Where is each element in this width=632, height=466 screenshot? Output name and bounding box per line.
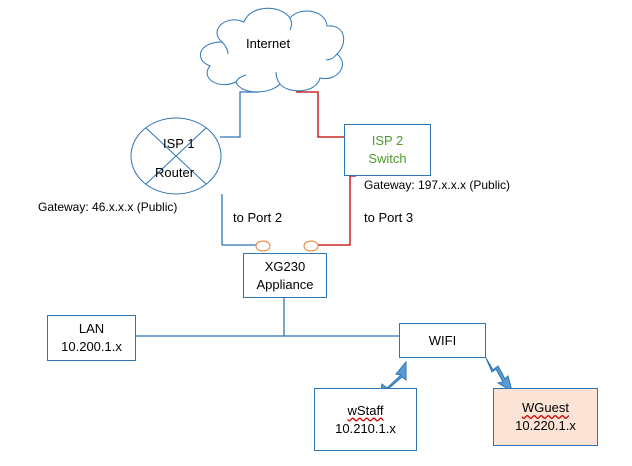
isp1-name: ISP 1 xyxy=(163,136,195,151)
isp1-link xyxy=(220,91,258,246)
internet-label: Internet xyxy=(246,36,291,51)
wstaff-subnet: 10.210.1.x xyxy=(335,420,396,436)
appliance-model: XG230 xyxy=(264,258,306,274)
isp2-device: Switch xyxy=(368,151,407,166)
wireless-bolt-icon xyxy=(485,357,513,393)
internet-cloud xyxy=(199,7,345,93)
isp2-port: to Port 3 xyxy=(364,210,414,225)
lan-name: LAN xyxy=(78,321,105,336)
wguest-box: WGuest 10.220.1.x xyxy=(493,388,598,446)
isp2-gateway: Gateway: 197.x.x.x (Public) xyxy=(364,178,511,192)
isp1-router-symbol xyxy=(130,117,222,195)
lan-subnet: 10.200.1.x xyxy=(61,339,122,354)
wifi-name: WIFI xyxy=(428,332,457,348)
xg230-appliance: XG230 Appliance xyxy=(243,253,327,298)
isp1-device: Router xyxy=(155,165,195,180)
port-3-ring xyxy=(303,240,319,252)
lan-box: LAN 10.200.1.x xyxy=(47,315,136,361)
appliance-type: Appliance xyxy=(256,276,314,292)
isp2-switch: ISP 2 Switch xyxy=(344,124,431,176)
wstaff-box: wStaff 10.210.1.x xyxy=(314,388,417,451)
wguest-name: WGuest xyxy=(522,400,569,415)
isp2-name: ISP 2 xyxy=(371,133,404,148)
lan-bus xyxy=(136,298,400,337)
isp1-gateway: Gateway: 46.x.x.x (Public) xyxy=(38,200,178,214)
wguest-subnet: 10.220.1.x xyxy=(515,418,576,433)
port-2-ring xyxy=(255,240,271,252)
isp2-link xyxy=(296,91,356,246)
wstaff-name: wStaff xyxy=(347,402,384,418)
wifi-box: WIFI xyxy=(399,323,486,358)
isp1-port: to Port 2 xyxy=(233,210,283,225)
